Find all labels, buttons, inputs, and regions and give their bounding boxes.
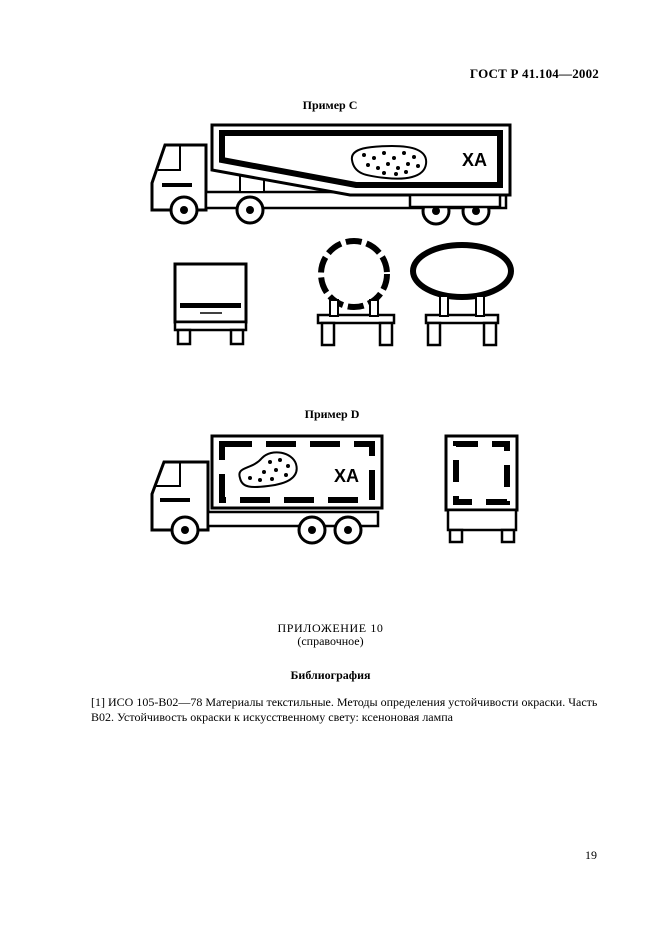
document-header: ГОСТ Р 41.104—2002 (469, 66, 599, 81)
appendix-title: ПРИЛОЖЕНИЕ 10 (277, 621, 384, 635)
bibliography-title: Библиография (290, 668, 371, 682)
appendix-subtitle: (справочное) (297, 634, 364, 648)
example-c-title: Пример С (302, 98, 358, 112)
page-number: 19 (585, 848, 597, 862)
bibliography-item: [1] ИСО 105-В02—78 Материалы текстильные… (91, 695, 598, 724)
example-d-placard-code: ХА (334, 466, 360, 486)
example-c-placard-code: ХА (462, 150, 488, 170)
example-d-title: Пример D (304, 407, 360, 421)
